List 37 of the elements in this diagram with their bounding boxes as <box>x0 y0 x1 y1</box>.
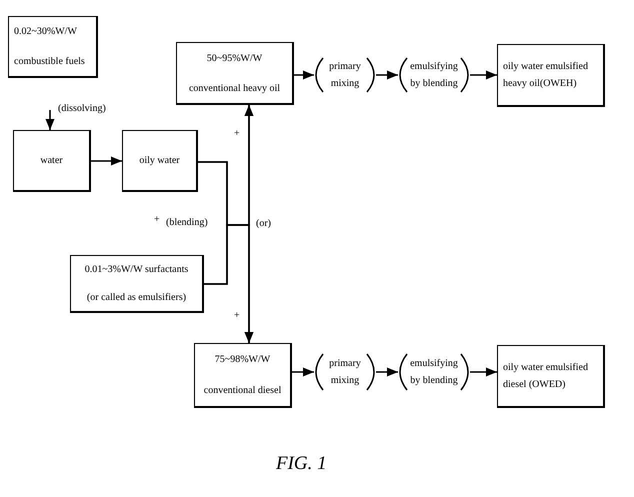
annotation-label: (or) <box>256 217 271 231</box>
process-box <box>13 130 91 192</box>
figure-caption: FIG. 1 <box>276 452 327 476</box>
node-label: 0.01~3%W/W surfactants <box>84 263 188 278</box>
node-label: primary mixing <box>328 60 362 91</box>
arrow <box>204 224 254 343</box>
arrow <box>91 156 122 166</box>
node-label: (or called as emulsifiers) <box>86 290 186 305</box>
process-box <box>70 255 204 313</box>
node-label: 0.02~30%W/W <box>14 25 77 40</box>
arrow <box>292 368 314 376</box>
node-label: oily water emulsified diesel (OWED) <box>503 361 589 392</box>
node-label: emulsifying by blending <box>410 357 458 388</box>
arrow <box>470 368 497 376</box>
node-label: emulsifying by blending <box>410 60 458 91</box>
process-box <box>497 44 605 107</box>
node-label: conventional heavy oil <box>188 82 280 96</box>
process-box <box>176 42 294 105</box>
edge-label: (dissolving) <box>58 102 106 116</box>
annotation-label: (blending) <box>166 216 208 230</box>
arrow <box>294 70 314 80</box>
arrow <box>376 368 398 376</box>
process-box <box>122 130 198 192</box>
node-label: oily water emulsified heavy oil(OWEH) <box>503 60 589 91</box>
node-label: 75~98%W/W <box>214 353 270 367</box>
process-box <box>194 343 292 408</box>
node-label: oily water <box>139 154 180 168</box>
node-label: water <box>40 154 63 168</box>
process-box <box>497 345 605 408</box>
node-label: conventional diesel <box>204 384 282 398</box>
process-box <box>8 16 98 78</box>
node-label: primary mixing <box>328 357 362 388</box>
arrow <box>46 110 54 130</box>
node-label: 50~95%W/W <box>206 52 262 66</box>
arrow <box>376 70 398 80</box>
node-label: combustible fuels <box>14 54 85 69</box>
arrow <box>470 70 497 80</box>
